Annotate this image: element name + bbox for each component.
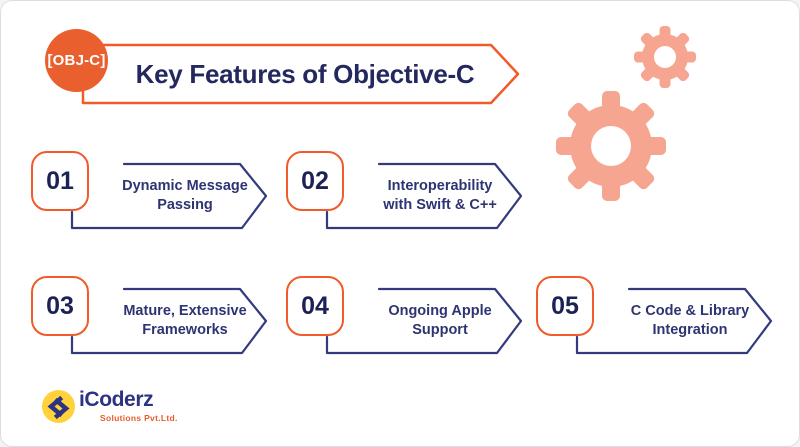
feature-label-line2: Integration: [652, 322, 728, 338]
feature-label: Mature, Extensive Frameworks: [117, 289, 253, 353]
feature-label-line2: with Swift & C++: [383, 197, 497, 213]
feature-banner-shape: [325, 287, 523, 355]
feature-number-badge: 03: [31, 276, 89, 336]
icoderz-logo: iCoderz Solutions Pvt.Ltd.: [41, 387, 261, 439]
logo-name: iCoderz: [79, 388, 154, 411]
feature-item-03: 03 Mature, Extensive Frameworks: [31, 276, 281, 366]
obj-c-badge-label: [OBJ-C]: [47, 52, 106, 69]
gear-icon-small: [634, 26, 696, 88]
feature-label-line1: Dynamic Message: [122, 178, 248, 195]
feature-banner-shape: [325, 162, 523, 230]
feature-number-badge: 02: [286, 151, 344, 211]
feature-item-04: 04 Ongoing Apple Support: [286, 276, 536, 366]
gears-decoration: [556, 26, 696, 201]
page-title: Key Features of Objective-C: [135, 58, 475, 89]
feature-banner-shape: [70, 162, 268, 230]
feature-banner-outline: [325, 287, 523, 355]
feature-item-01: 01 Dynamic Message Passing: [31, 151, 281, 241]
feature-banner-shape: [575, 287, 773, 355]
feature-label: Dynamic Message Passing: [117, 164, 253, 228]
feature-item-02: 02 Interoperability with Swift & C++: [286, 151, 536, 241]
feature-label: Ongoing Apple Support: [372, 289, 508, 353]
feature-label-line1: C Code & Library: [630, 303, 750, 320]
feature-label-line1: Interoperability: [387, 178, 493, 195]
feature-label-line2: Passing: [157, 197, 213, 213]
icoderz-logo-icon: [42, 390, 75, 423]
code-chevrons-icon: [47, 395, 70, 420]
feature-number-badge: 01: [31, 151, 89, 211]
feature-label-line1: Ongoing Apple: [388, 303, 492, 320]
feature-banner-outline: [70, 287, 268, 355]
feature-label-line2: Frameworks: [142, 322, 228, 338]
logo-subtitle: Solutions Pvt.Ltd.: [100, 413, 178, 423]
feature-item-05: 05 C Code & Library Integration: [536, 276, 786, 366]
feature-number-badge: 04: [286, 276, 344, 336]
feature-label: Interoperability with Swift & C++: [372, 164, 508, 228]
feature-number-badge: 05: [536, 276, 594, 336]
gear-icon-large: [556, 91, 666, 201]
feature-banner-outline: [575, 287, 773, 355]
feature-label-line1: Mature, Extensive: [123, 303, 247, 320]
feature-label: C Code & Library Integration: [622, 289, 758, 353]
obj-c-badge: [OBJ-C]: [45, 29, 108, 92]
header-banner-outline: [81, 43, 520, 105]
feature-banner-outline: [325, 162, 523, 230]
feature-banner-outline: [70, 162, 268, 230]
header-banner-shape: [81, 43, 520, 105]
feature-banner-shape: [70, 287, 268, 355]
feature-label-line2: Support: [412, 322, 468, 338]
